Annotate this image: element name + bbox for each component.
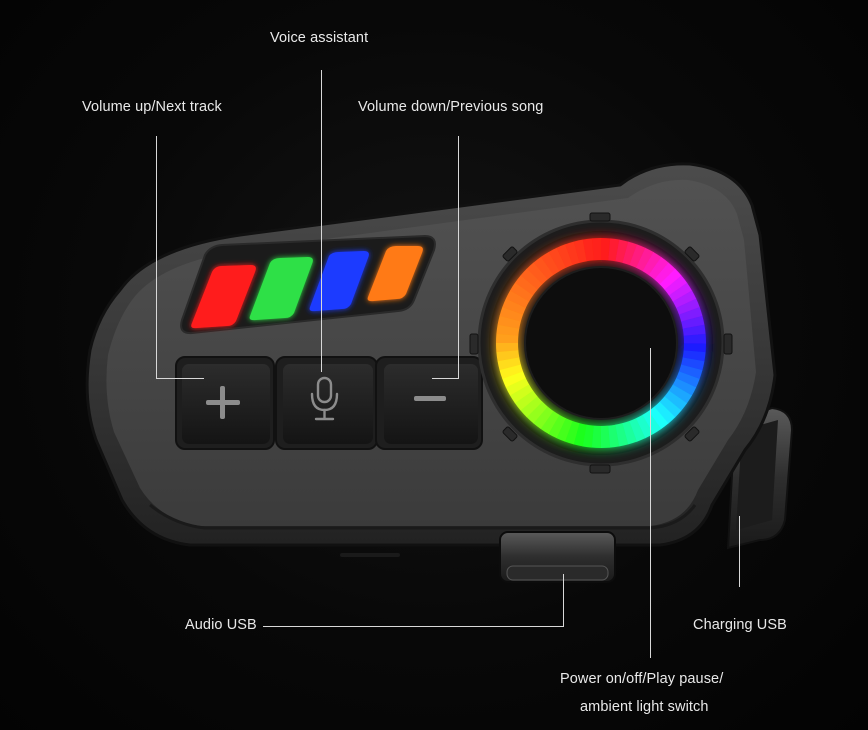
- ring-segment: [514, 275, 538, 296]
- ring-segment: [540, 410, 560, 434]
- leader-line-audio-usb: [563, 574, 564, 626]
- label-volume-up: Volume up/Next track: [82, 99, 222, 115]
- volume-down-button[interactable]: [375, 356, 483, 450]
- volume-up-button[interactable]: [175, 356, 275, 450]
- audio-usb-connector: [499, 531, 616, 583]
- ring-segment: [648, 256, 669, 280]
- ring-segment: [514, 390, 538, 411]
- ring-segment: [540, 251, 560, 276]
- ring-segment: [672, 290, 697, 309]
- ring-segment: [608, 238, 620, 262]
- ring-segment: [622, 420, 637, 445]
- led-strip: [180, 234, 436, 335]
- leader-line-volume-up: [156, 136, 157, 378]
- ring-segment: [499, 364, 524, 379]
- voice-assistant-button[interactable]: [275, 356, 378, 450]
- ring-segment: [676, 298, 700, 316]
- ring-segment: [672, 377, 697, 396]
- ring-segment: [676, 371, 700, 388]
- ring-segment: [499, 306, 524, 322]
- leader-line-voice: [321, 70, 322, 372]
- ring-segment: [682, 324, 706, 337]
- ring-segment: [496, 324, 520, 336]
- plus-icon: [206, 386, 240, 419]
- label-charging-usb: Charging USB: [693, 617, 787, 633]
- ring-segment: [533, 256, 554, 280]
- ring-segment: [629, 244, 646, 268]
- ring-segment: [565, 241, 580, 266]
- ring-segment: [664, 275, 688, 296]
- ring-segment: [497, 356, 521, 371]
- ring-segment: [682, 350, 706, 362]
- leader-line-volume-down: [458, 136, 459, 378]
- led-orange: [367, 246, 423, 302]
- ring-segment: [520, 268, 543, 290]
- power-ring-button[interactable]: [469, 212, 733, 474]
- label-volume-down: Volume down/Previous song: [358, 99, 544, 115]
- ring-segment: [556, 244, 574, 268]
- ring-segment: [526, 401, 548, 424]
- label-audio-usb: Audio USB: [185, 617, 257, 633]
- leader-line-volume-up-h: [156, 378, 204, 379]
- ring-segment: [510, 282, 534, 302]
- rgb-ring: [496, 238, 706, 448]
- ring-segment: [505, 290, 530, 309]
- led-green: [249, 257, 313, 321]
- ring-segment: [556, 418, 573, 442]
- ring-segment: [668, 282, 693, 302]
- ring-segment: [526, 262, 549, 285]
- ring-segment: [654, 262, 676, 285]
- led-blue: [309, 251, 369, 312]
- ring-segment: [622, 241, 638, 266]
- ring-segment: [497, 315, 521, 329]
- ring-segment: [496, 349, 520, 362]
- ring-segment: [681, 357, 705, 371]
- leader-line-audio-usb-h: [263, 626, 564, 627]
- label-power-line1: Power on/off/Play pause/: [560, 671, 724, 687]
- ring-segment: [502, 298, 526, 315]
- leader-line-power: [650, 348, 651, 658]
- ring-segment: [548, 247, 567, 272]
- ring-segment: [502, 370, 526, 388]
- label-voice-assistant: Voice assistant: [270, 30, 369, 46]
- leader-line-volume-down-h: [432, 378, 459, 379]
- ring-segment: [505, 377, 530, 396]
- ring-segment: [678, 307, 703, 322]
- microphone-icon: [310, 376, 339, 421]
- ring-segment: [678, 364, 703, 380]
- ring-segment: [659, 268, 682, 291]
- ring-segment: [664, 390, 688, 411]
- label-power-line2: ambient light switch: [580, 699, 709, 715]
- led-red: [191, 265, 256, 329]
- ring-segment: [635, 247, 654, 272]
- ring-segment: [564, 420, 580, 445]
- ring-segment: [648, 406, 669, 430]
- ring-segment: [520, 395, 543, 418]
- ring-segment: [642, 252, 662, 276]
- leader-line-charging-usb: [739, 516, 740, 587]
- ring-segment: [635, 414, 654, 439]
- ring-segment: [628, 418, 646, 442]
- ring-segment: [533, 406, 554, 430]
- ring-segment: [582, 424, 594, 448]
- ring-segment: [653, 401, 676, 424]
- ring-segment: [509, 384, 534, 404]
- ring-segment: [582, 238, 595, 262]
- ring-segment: [607, 424, 620, 448]
- ring-segment: [548, 414, 567, 439]
- ring-segment: [659, 396, 682, 418]
- ring-segment: [615, 239, 629, 263]
- ring-segment: [573, 423, 587, 447]
- minus-icon: [414, 396, 446, 401]
- ring-segment: [681, 315, 705, 330]
- ring-segment: [642, 410, 662, 435]
- ring-segment: [573, 239, 588, 263]
- ring-segment: [614, 423, 629, 447]
- ring-segment: [668, 384, 692, 404]
